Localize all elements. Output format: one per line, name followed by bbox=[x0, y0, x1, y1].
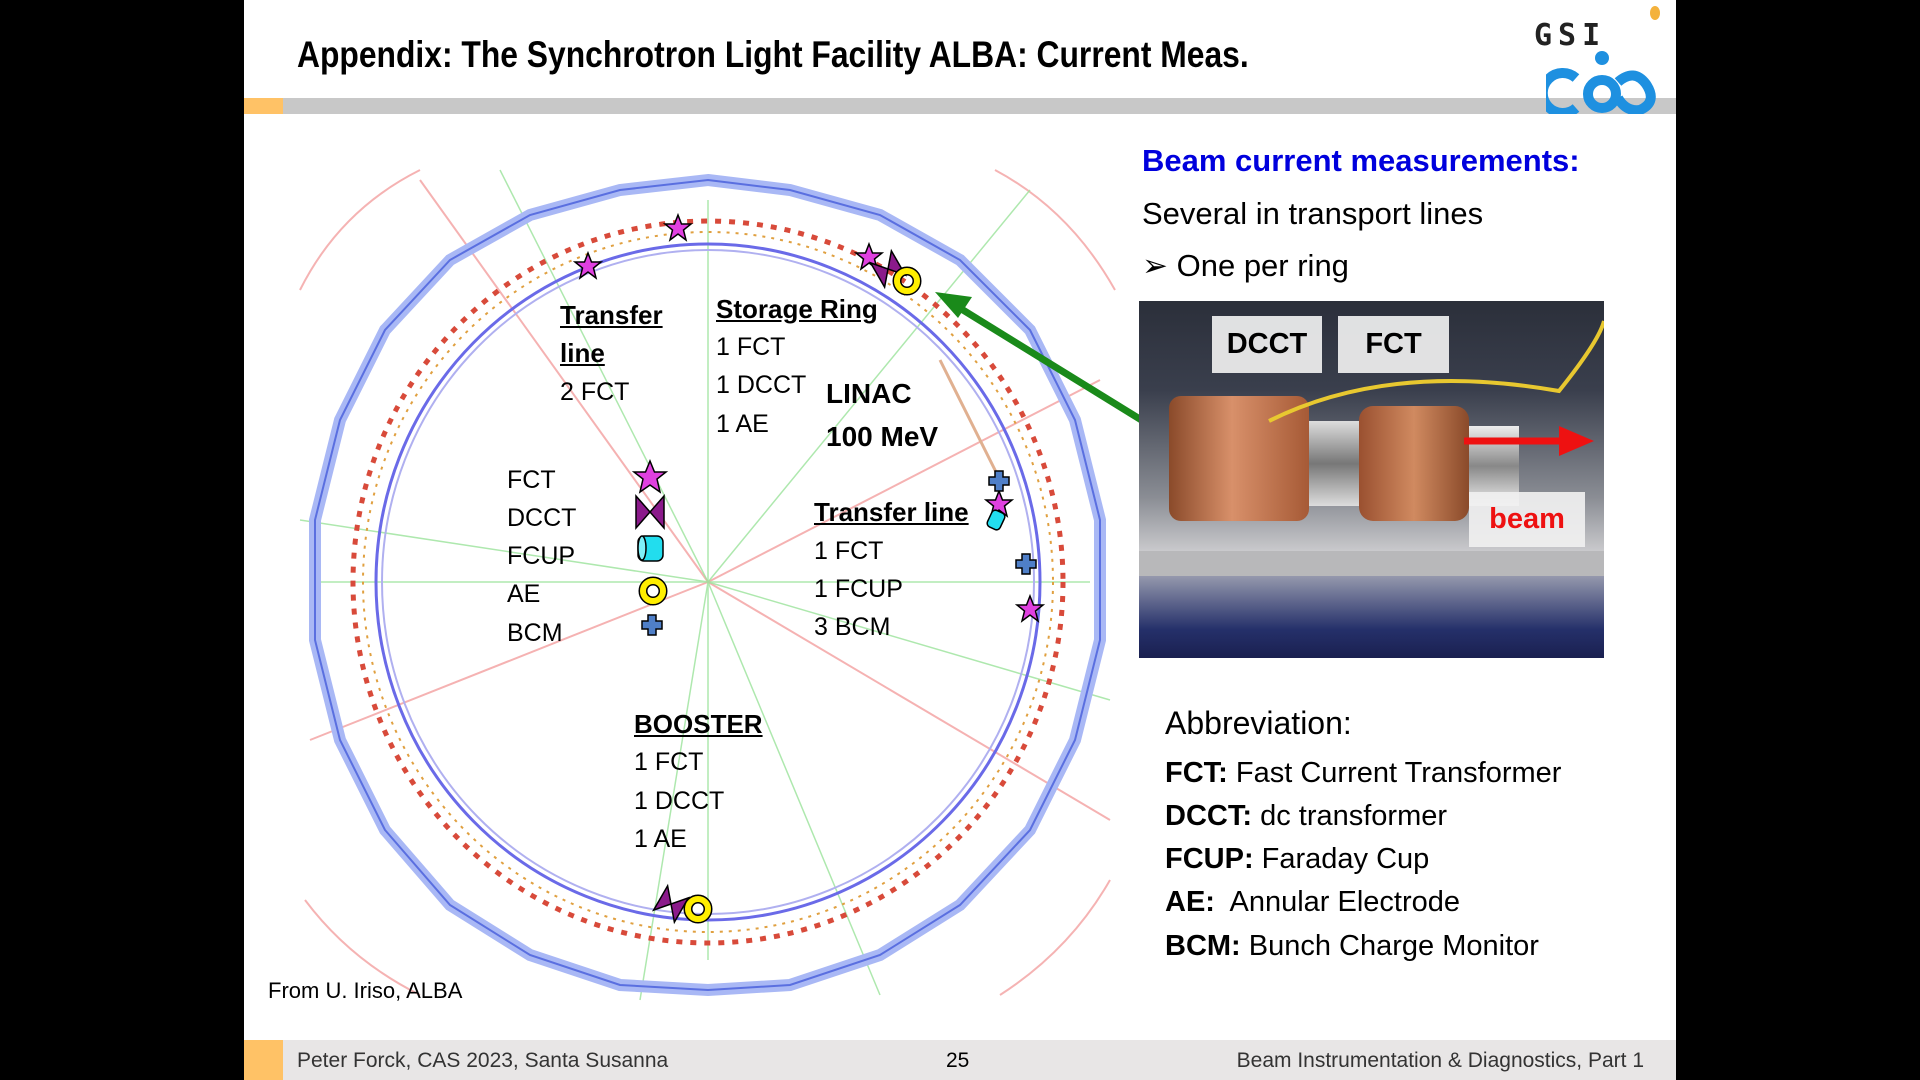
storage-ring-item: 1 DCCT bbox=[716, 371, 807, 399]
booster-item: 1 AE bbox=[634, 825, 687, 853]
bowtie-icon bbox=[651, 883, 691, 925]
slide: Appendix: The Synchrotron Light Facility… bbox=[244, 0, 1676, 1080]
footer-bar bbox=[244, 1040, 1676, 1080]
footer-course: Beam Instrumentation & Diagnostics, Part… bbox=[1236, 1049, 1644, 1072]
beam-current-heading: Beam current measurements: bbox=[1142, 143, 1580, 178]
legend-star-icon bbox=[631, 459, 669, 494]
booster-title: BOOSTER bbox=[634, 709, 763, 739]
cylinder-icon bbox=[986, 509, 1006, 531]
transport-lines-text: Several in transport lines bbox=[1142, 196, 1484, 231]
legend-label-fct: FCT bbox=[507, 466, 556, 494]
arrow-bullet-icon: ➢ bbox=[1142, 248, 1168, 283]
photo-label-beam: beam bbox=[1469, 492, 1585, 547]
header-bar-accent bbox=[244, 98, 283, 114]
photo-label-fct: FCT bbox=[1338, 316, 1449, 373]
gsi-logo: GSI bbox=[1534, 6, 1666, 114]
page-number: 25 bbox=[946, 1049, 970, 1072]
legend-cross-icon bbox=[641, 614, 663, 636]
star-icon bbox=[853, 241, 885, 271]
footer-accent bbox=[244, 1040, 283, 1080]
slide-title: Appendix: The Synchrotron Light Facility… bbox=[297, 34, 1249, 75]
header-bar bbox=[244, 98, 1676, 114]
abbreviation-fcup: FCUP: Faraday Cup bbox=[1165, 843, 1430, 875]
transfer-line-2-item: 1 FCT bbox=[814, 537, 884, 565]
image-credit: From U. Iriso, ALBA bbox=[268, 978, 463, 1003]
abbreviation-fct: FCT: Fast Current Transformer bbox=[1165, 757, 1562, 789]
abbreviation-bcm: BCM: Bunch Charge Monitor bbox=[1165, 930, 1539, 962]
photo-label-dcct: DCCT bbox=[1212, 316, 1322, 373]
star-icon bbox=[662, 212, 694, 242]
booster-item: 1 FCT bbox=[634, 748, 704, 776]
beam-arrow-icon bbox=[1464, 426, 1594, 456]
bullet-item: ➢ One per ring bbox=[1142, 248, 1349, 284]
star-icon bbox=[983, 488, 1015, 518]
storage-ring-title: Storage Ring bbox=[716, 294, 878, 324]
linac-label: LINAC bbox=[826, 378, 912, 409]
storage-ring-item: 1 AE bbox=[716, 410, 769, 438]
abbreviation-ae: AE: Annular Electrode bbox=[1165, 886, 1461, 918]
transfer-line-2-item: 3 BCM bbox=[814, 613, 891, 641]
legend-bowtie-icon bbox=[635, 494, 651, 530]
storage-ring-item: 1 FCT bbox=[716, 333, 786, 361]
cross-icon bbox=[988, 470, 1010, 492]
transfer-line-2-item: 1 FCUP bbox=[814, 575, 903, 603]
cross-icon bbox=[1015, 553, 1037, 575]
footer-author: Peter Forck, CAS 2023, Santa Susanna bbox=[297, 1049, 669, 1072]
booster-item: 1 DCCT bbox=[634, 787, 725, 815]
abbreviation-dcct: DCCT: dc transformer bbox=[1165, 800, 1448, 832]
transfer-line-title-2: line bbox=[560, 338, 605, 368]
legend-label-ae: AE bbox=[507, 580, 541, 608]
transfer-line-item: 2 FCT bbox=[560, 378, 630, 406]
transfer-line-title: Transfer bbox=[560, 300, 663, 330]
transformer-photo: DCCT FCT beam bbox=[1139, 301, 1604, 658]
transfer-line-2-title: Transfer line bbox=[814, 497, 969, 527]
gsi-logo-text: GSI bbox=[1534, 18, 1607, 53]
bullet-text: One per ring bbox=[1176, 248, 1349, 283]
star-icon bbox=[572, 250, 604, 280]
alba-layout-diagram bbox=[299, 169, 1171, 1001]
legend-label-fcup: FCUP bbox=[507, 542, 576, 570]
star-icon bbox=[1014, 593, 1046, 623]
legend-label-bcm: BCM bbox=[507, 619, 563, 647]
linac-energy: 100 MeV bbox=[826, 421, 939, 452]
legend-label-dcct: DCCT bbox=[507, 504, 577, 532]
abbreviation-title: Abbreviation: bbox=[1165, 705, 1352, 741]
